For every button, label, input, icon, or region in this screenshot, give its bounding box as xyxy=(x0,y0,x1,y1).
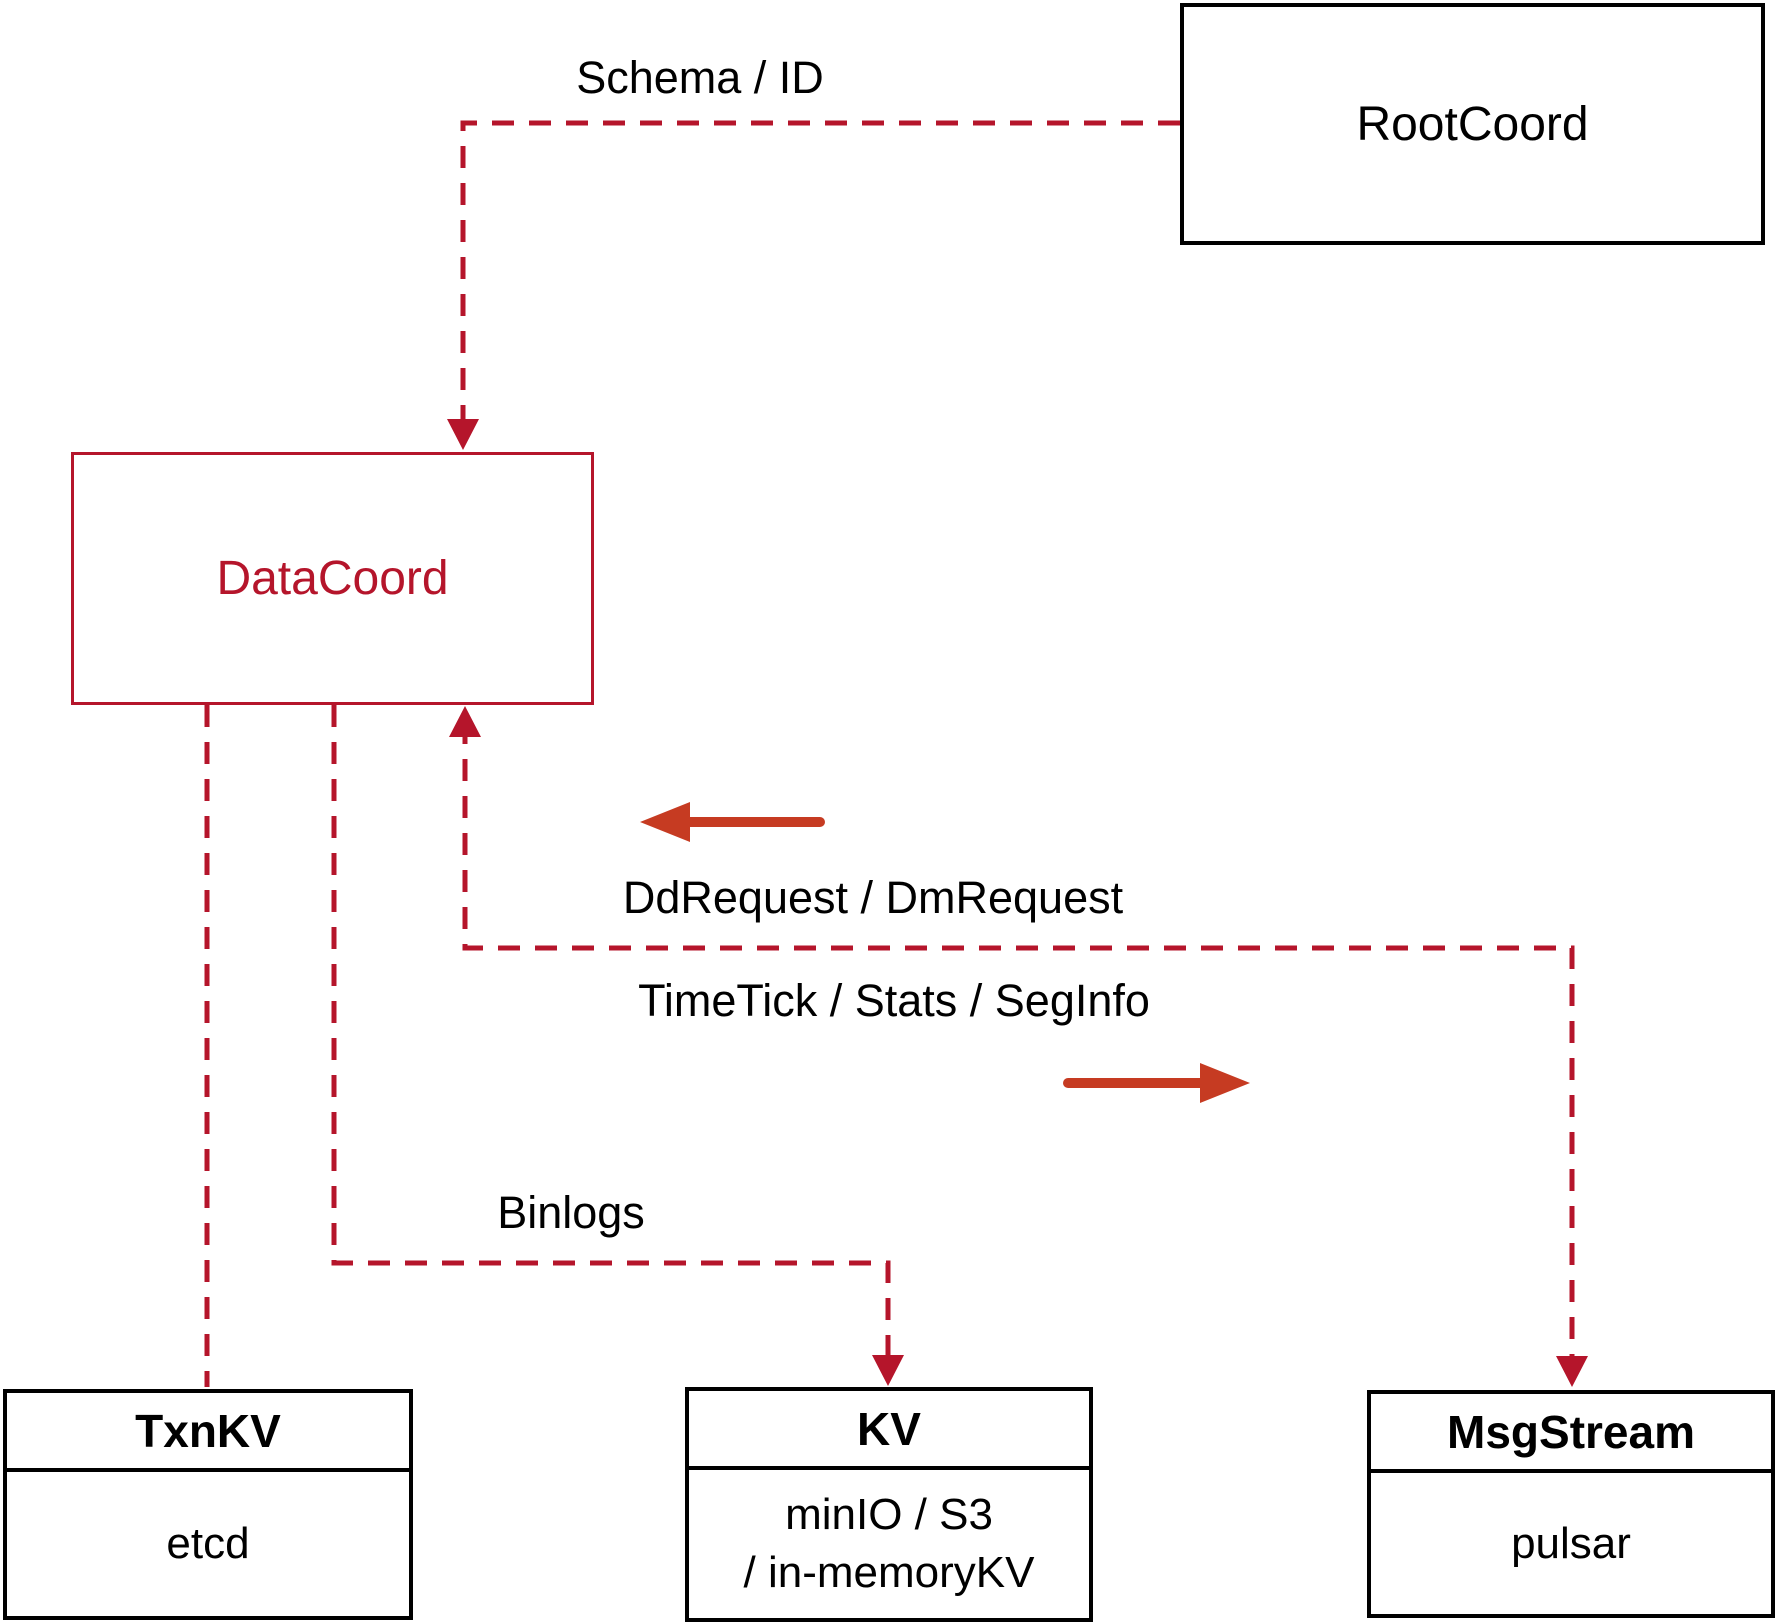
dd-request-edge-label: DdRequest / DmRequest xyxy=(622,872,1124,923)
kv-impl-line1: minIO / S3 xyxy=(785,1490,993,1539)
arrowhead-down-msgstream-top-icon xyxy=(1556,1356,1588,1387)
right-direction-arrow-icon xyxy=(1063,1063,1250,1103)
msgstream-node: MsgStream pulsar xyxy=(1367,1390,1775,1618)
msgstream-impl: pulsar xyxy=(1511,1518,1631,1568)
rootcoord-node: RootCoord xyxy=(1180,3,1765,245)
txnkv-node: TxnKV etcd xyxy=(3,1389,413,1620)
kv-impl-line2: / in-memoryKV xyxy=(743,1548,1035,1597)
txnkv-impl: etcd xyxy=(166,1519,250,1568)
edge-binlogs xyxy=(331,705,891,1370)
msgstream-title: MsgStream xyxy=(1371,1394,1771,1473)
binlogs-edge-label: Binlogs xyxy=(497,1187,645,1238)
txnkv-title: TxnKV xyxy=(7,1393,409,1472)
kv-node: KV minIO / S3 / in-memoryKV xyxy=(685,1387,1093,1622)
datacoord-label: DataCoord xyxy=(216,552,449,605)
schema-id-edge-label: Schema / ID xyxy=(576,52,824,103)
kv-title: KV xyxy=(689,1391,1089,1470)
arrowhead-down-kv-top-icon xyxy=(872,1355,904,1386)
time-tick-edge-label: TimeTick / Stats / SegInfo xyxy=(638,975,1150,1026)
arrowhead-up-datacoord-bottom-icon xyxy=(449,706,481,737)
datacoord-node: DataCoord xyxy=(71,452,594,705)
edge-schema-id xyxy=(460,120,1180,434)
rootcoord-label: RootCoord xyxy=(1356,97,1589,151)
left-direction-arrow-icon xyxy=(640,802,825,842)
arrowhead-down-datacoord-top-icon xyxy=(447,419,479,450)
edge-datacoord-msgstream xyxy=(462,722,1575,1371)
